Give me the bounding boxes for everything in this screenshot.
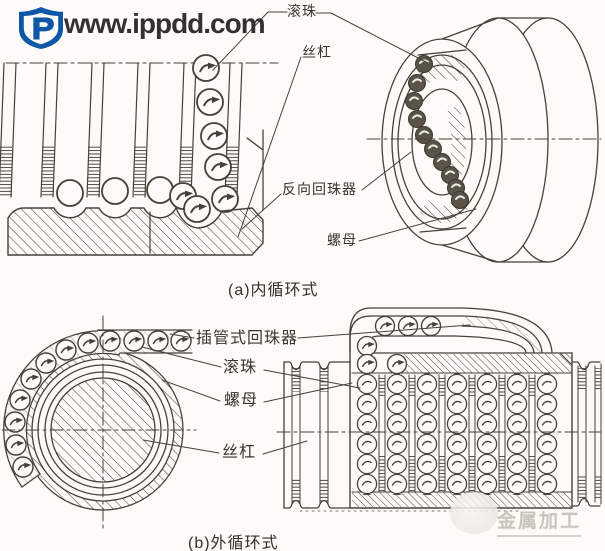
- site-url-text: www.ippdd.com: [64, 8, 266, 39]
- diagram-a-section-view: [0, 54, 279, 256]
- ball-grid: [356, 373, 560, 495]
- label-tube-returner: 插管式回珠器: [196, 330, 299, 347]
- watermark-logo-blob: [450, 492, 498, 534]
- diagram-b-side-view: [276, 307, 602, 512]
- label-nut-a: 螺母: [327, 232, 357, 248]
- caption-external-circulation: (b)外循环式: [188, 535, 279, 551]
- label-screw-shaft-a: 丝杠: [302, 44, 332, 60]
- label-ball-a: 滚珠: [287, 3, 317, 19]
- label-ball-b: 滚珠: [223, 359, 258, 376]
- leader-lines: [141, 11, 477, 455]
- caption-internal-circulation: (a)内循环式: [228, 282, 319, 299]
- label-screw-shaft-b: 丝杠: [222, 444, 257, 461]
- screw-shaft-bar: [7, 206, 264, 256]
- label-nut-b: 螺母: [224, 392, 259, 409]
- shield-p-logo-icon: [19, 6, 63, 50]
- diagram-b-end-view: [1, 315, 197, 529]
- watermark-brand-text: 金属加工: [497, 506, 582, 537]
- ball-column: [192, 54, 232, 181]
- label-reverse-returner: 反向回珠器: [282, 181, 357, 197]
- diagram-a-3d-view: [366, 17, 602, 263]
